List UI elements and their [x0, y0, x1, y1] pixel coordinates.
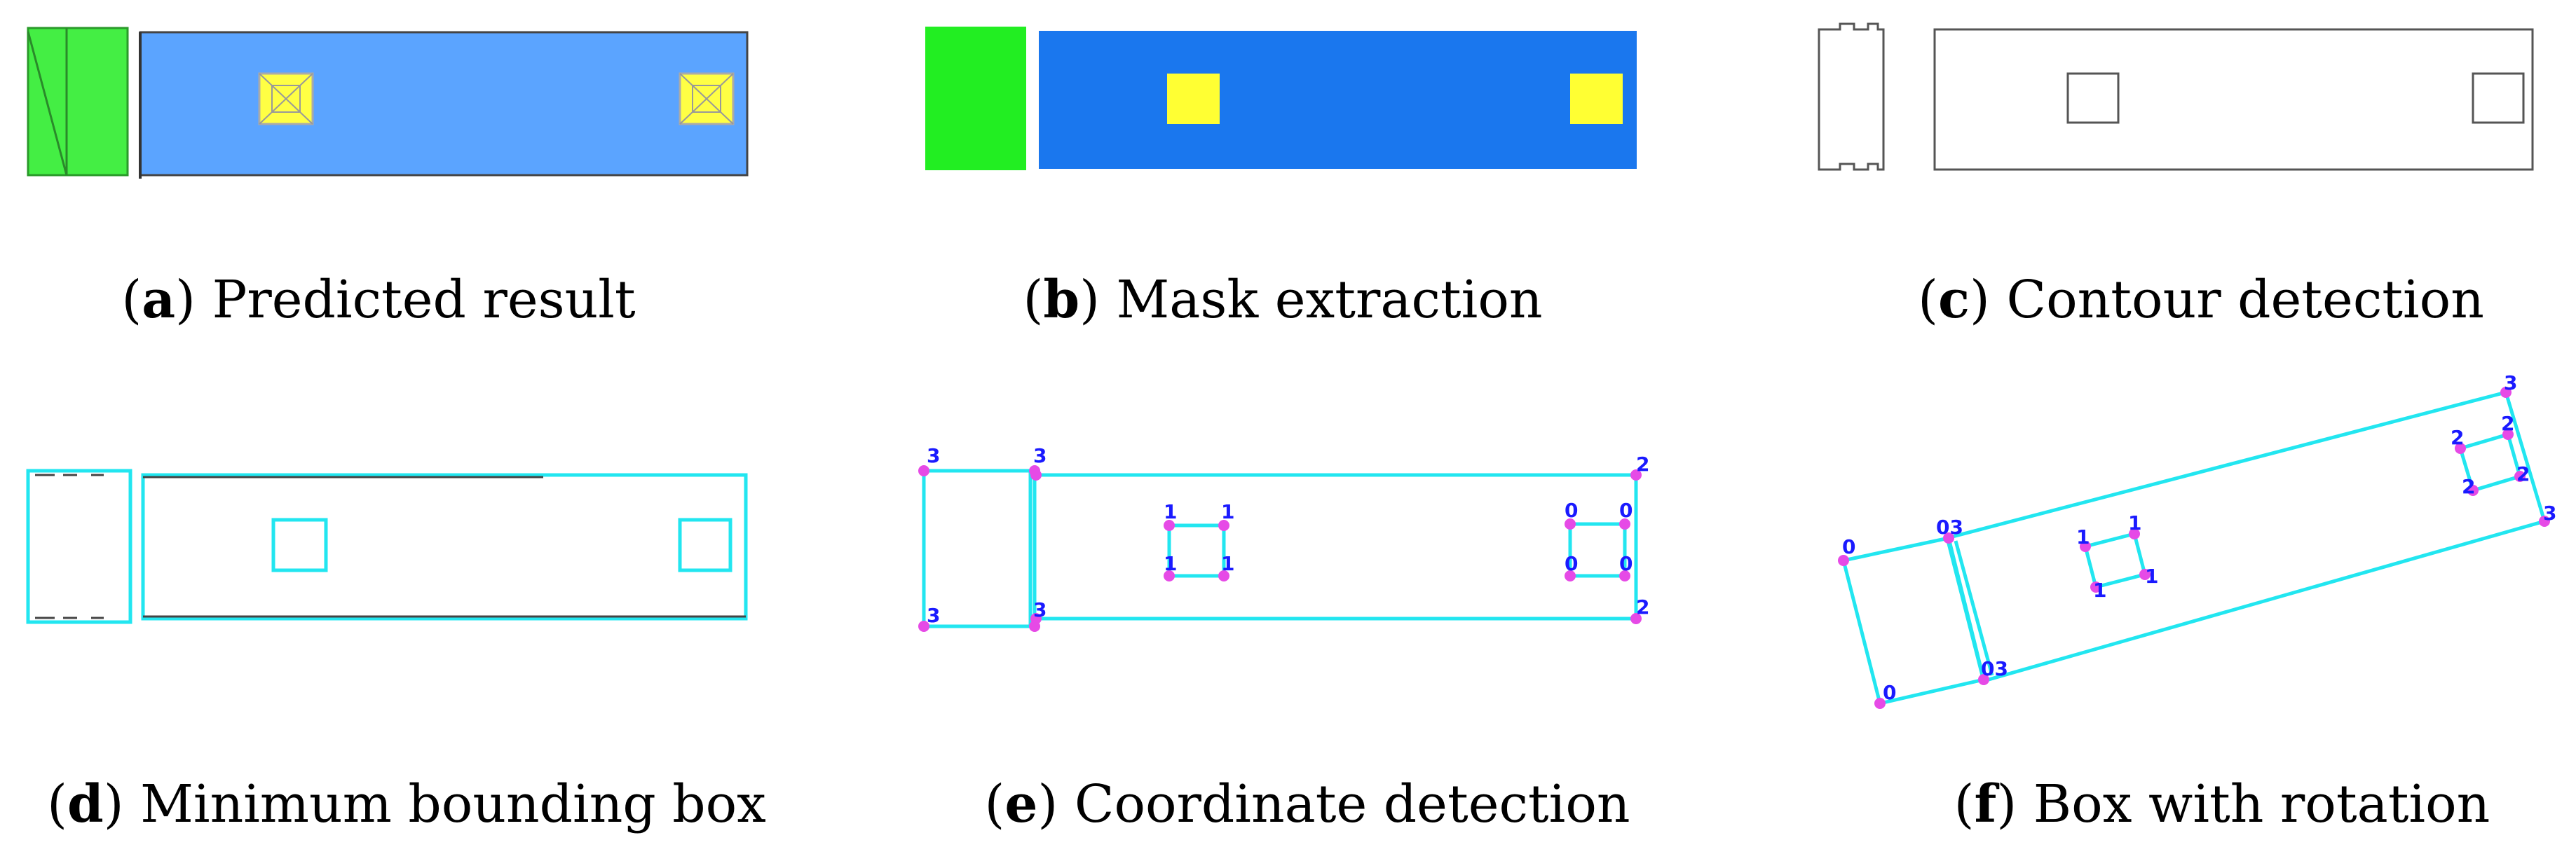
corner-points — [918, 465, 1642, 632]
label-e-sq0-tr: 0 — [1619, 499, 1633, 522]
blue-segment — [139, 31, 749, 177]
bbox-square-left — [271, 518, 328, 572]
label-f-l03: 03 — [1936, 516, 1963, 539]
label-e-sq0-bl: 0 — [1565, 552, 1578, 575]
label-f-sq2-bl: 2 — [2462, 475, 2475, 498]
panel-a-image — [27, 27, 749, 179]
label-e-left-top: 3 — [927, 444, 940, 467]
coord-box-right — [1033, 473, 1638, 621]
contour-square-right — [2472, 72, 2525, 124]
contour-left — [1818, 22, 1885, 171]
caption-c: (c) Contour detection — [1918, 270, 2484, 330]
blue-mask — [1039, 31, 1637, 169]
caption-a: (a) Predicted result — [121, 270, 636, 330]
label-f-l0b: 0 — [1883, 681, 1896, 704]
yellow-mask-right — [1570, 74, 1623, 124]
label-f-sq2-tr: 2 — [2501, 412, 2514, 435]
label-e-sq0-tl: 0 — [1565, 499, 1578, 522]
label-f-sq1-br: 1 — [2145, 565, 2158, 588]
label-f-sq1-tr: 1 — [2128, 511, 2141, 535]
rot-corner-points — [1838, 387, 2550, 709]
caption-f: (f) Box with rotation — [1954, 774, 2490, 834]
panel-f-image: 0 0 03 03 3 3 1 1 1 1 2 2 2 2 — [1838, 371, 2556, 709]
label-e-sq1-tl: 1 — [1164, 500, 1177, 523]
green-mask — [925, 27, 1026, 170]
coord-box-left — [922, 469, 1037, 628]
label-e-sq1-tr: 1 — [1221, 500, 1234, 523]
label-e-mid-bottom: 3 — [1033, 598, 1047, 621]
yellow-mask-left — [1167, 74, 1220, 124]
contour-square-left — [2066, 72, 2120, 124]
label-f-sq1-bl: 1 — [2093, 579, 2106, 602]
caption-e: (e) Coordinate detection — [984, 774, 1630, 834]
bbox-square-right — [678, 518, 732, 572]
caption-b: (b) Mask extraction — [1023, 270, 1543, 330]
green-segment — [27, 27, 129, 177]
caption-d: (d) Minimum bounding box — [47, 774, 766, 834]
panel-b-image — [925, 27, 1637, 170]
coord-square-right — [1568, 522, 1627, 578]
label-f-r3: 3 — [2504, 371, 2517, 394]
label-e-sq0-br: 0 — [1619, 552, 1633, 575]
coord-square-left — [1167, 523, 1226, 578]
panel-e-image: 3 3 3 3 2 2 1 1 1 1 0 0 0 0 — [918, 444, 1649, 632]
panel-c-image — [1818, 22, 2534, 171]
label-f-r3b: 3 — [2543, 502, 2556, 525]
label-e-left-bottom: 3 — [927, 604, 940, 627]
label-e-sq1-br: 1 — [1221, 552, 1234, 575]
panel-d-image — [26, 469, 748, 624]
contour-right — [1933, 28, 2534, 171]
yellow-square-left — [258, 72, 314, 125]
label-e-right-top: 2 — [1636, 453, 1649, 476]
label-f-l03b: 03 — [1981, 657, 2008, 680]
label-e-right-bottom: 2 — [1636, 595, 1649, 619]
label-f-sq2-tl: 2 — [2451, 426, 2464, 449]
bbox-left — [26, 469, 132, 624]
label-f-sq2-br: 2 — [2516, 462, 2530, 486]
label-f-sq1-tl: 1 — [2076, 525, 2090, 549]
label-e-mid-top: 3 — [1033, 444, 1047, 467]
bbox-right — [141, 473, 748, 621]
label-f-l0a: 0 — [1842, 535, 1855, 558]
yellow-square-right — [679, 72, 735, 125]
label-e-sq1-bl: 1 — [1164, 552, 1177, 575]
